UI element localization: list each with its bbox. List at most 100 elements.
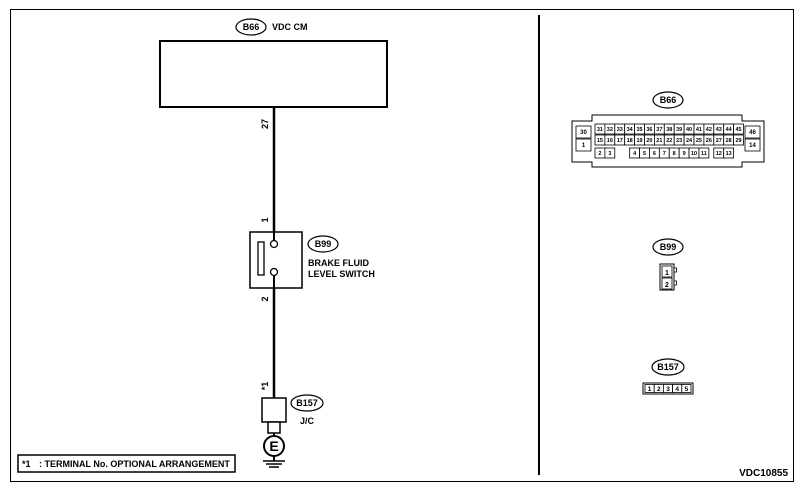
b66-pin-cell	[733, 123, 744, 135]
b66-pin-label: 15	[597, 138, 603, 144]
b66-pin-label: 28	[726, 138, 732, 144]
switch-contact-top	[269, 239, 279, 249]
brake-fluid-level-switch: 1 B99 BRAKE FLUID LEVEL SWITCH 2	[249, 217, 375, 302]
connector-tag-oval	[651, 358, 685, 376]
b66-pin-label: 42	[706, 127, 712, 133]
footnote-mark: *1	[22, 459, 31, 469]
b66-pin-label: 19	[636, 138, 642, 144]
b66-pin-label: 25	[696, 138, 702, 144]
b99-pin-cell	[661, 277, 673, 290]
b66-pin-label: 12	[716, 151, 722, 157]
jc-name-label: J/C	[300, 416, 315, 426]
switch-contact-bottom	[269, 267, 279, 277]
switch-pin-bottom-label: 2	[260, 296, 270, 301]
footnote: *1 : TERMINAL No. OPTIONAL ARRANGEMENT	[17, 454, 236, 473]
b66-pin-label: 39	[676, 127, 682, 133]
connector-tag-oval	[652, 238, 684, 256]
b66-side-pin-cell	[744, 138, 761, 152]
b66-pin-label: 41	[696, 127, 702, 133]
b66-pin-label: 6	[653, 151, 656, 157]
b66-pin-label: 9	[683, 151, 686, 157]
b66-pin-label: 43	[716, 127, 722, 133]
b66-side-pin-label: 30	[580, 130, 587, 136]
b99-tag: B99	[660, 242, 677, 252]
b157-pin-label: 5	[685, 386, 689, 393]
ground-letter: E	[269, 438, 278, 454]
switch-name-line1: BRAKE FLUID	[308, 258, 369, 268]
switch-pin-top-label: 1	[260, 217, 270, 222]
b66-pin-label: 29	[735, 138, 741, 144]
b66-pin-label: 40	[686, 127, 692, 133]
b66-side-pin-cell	[744, 125, 761, 139]
b66-pin-cell	[733, 134, 744, 146]
b66-pin-cell	[604, 147, 616, 159]
jc-connector-tag: B157	[296, 398, 318, 408]
cm-pin-label: 27	[260, 119, 270, 129]
vdc-cm-unit: B66 VDC CM	[159, 18, 388, 108]
connector-view-b99: B99 1 2	[652, 238, 684, 291]
b66-pin-label: 32	[607, 127, 613, 133]
b66-pin-label: 5	[643, 151, 646, 157]
cm-box	[159, 40, 388, 108]
b66-tag: B66	[660, 95, 677, 105]
b99-latch-1	[673, 267, 677, 273]
b66-side-pin-label: 14	[749, 143, 756, 149]
b66-pin-label: 23	[676, 138, 682, 144]
b157-pin-label: 1	[648, 386, 652, 393]
b66-pin-label: 37	[656, 127, 662, 133]
b66-pin-label: 24	[686, 138, 693, 144]
b66-pin-label: 17	[617, 138, 623, 144]
b66-pin-label: 36	[646, 127, 652, 133]
b66-side-pin-label: 1	[582, 143, 586, 149]
b99-pin-cell	[661, 265, 673, 278]
b66-pin-label: 21	[656, 138, 662, 144]
b66-pin-label: 13	[726, 151, 732, 157]
footnote-text: : TERMINAL No. OPTIONAL ARRANGEMENT	[39, 459, 230, 469]
b66-pin-cell	[723, 147, 735, 159]
connector-tag-oval	[290, 394, 324, 412]
b66-pin-label: 27	[716, 138, 722, 144]
b66-pin-label: 4	[633, 151, 637, 157]
switch-connector-tag: B99	[315, 239, 332, 249]
b99-pin: 2	[665, 282, 669, 289]
switch-element	[257, 241, 265, 276]
b66-pin-label: 45	[735, 127, 741, 133]
b66-side-pin-label: 46	[749, 130, 756, 136]
b157-pin-label: 2	[657, 386, 661, 393]
b66-pin-label: 20	[646, 138, 652, 144]
figure-code: VDC10855	[739, 468, 788, 479]
switch-name-line2: LEVEL SWITCH	[308, 269, 375, 279]
joint-connector-b157: *1 B157 J/C	[260, 382, 324, 434]
b66-pin-label: 3	[608, 151, 611, 157]
b66-pin-label: 33	[617, 127, 623, 133]
jc-star-label: *1	[260, 382, 270, 391]
b157-pin-label: 3	[666, 386, 670, 393]
b66-pin-label: 31	[597, 127, 603, 133]
connector-tag-oval	[652, 91, 684, 109]
jc-box	[261, 397, 287, 423]
b157-pin-cell	[681, 384, 692, 393]
cm-connector-tag: B66	[243, 22, 260, 32]
b66-pin-label: 10	[691, 151, 697, 157]
footnote-box	[17, 454, 236, 473]
connector-tag-oval	[235, 18, 267, 36]
b66-pin-label: 18	[627, 138, 633, 144]
b99-pin: 1	[665, 270, 669, 277]
b66-pin-label: 22	[666, 138, 672, 144]
b157-tag: B157	[657, 362, 679, 372]
b66-side-pin-cell	[575, 125, 592, 139]
b66-pin-label: 38	[666, 127, 672, 133]
ground-symbol: E	[263, 433, 285, 468]
b66-pin-label: 44	[726, 127, 733, 133]
b66-pin-label: 35	[636, 127, 642, 133]
b66-pin-label: 7	[663, 151, 666, 157]
diagram-frame	[10, 9, 794, 482]
cm-name-label: VDC CM	[272, 22, 308, 32]
b66-pin-label: 11	[701, 151, 707, 157]
b157-pin-label: 4	[675, 386, 679, 393]
